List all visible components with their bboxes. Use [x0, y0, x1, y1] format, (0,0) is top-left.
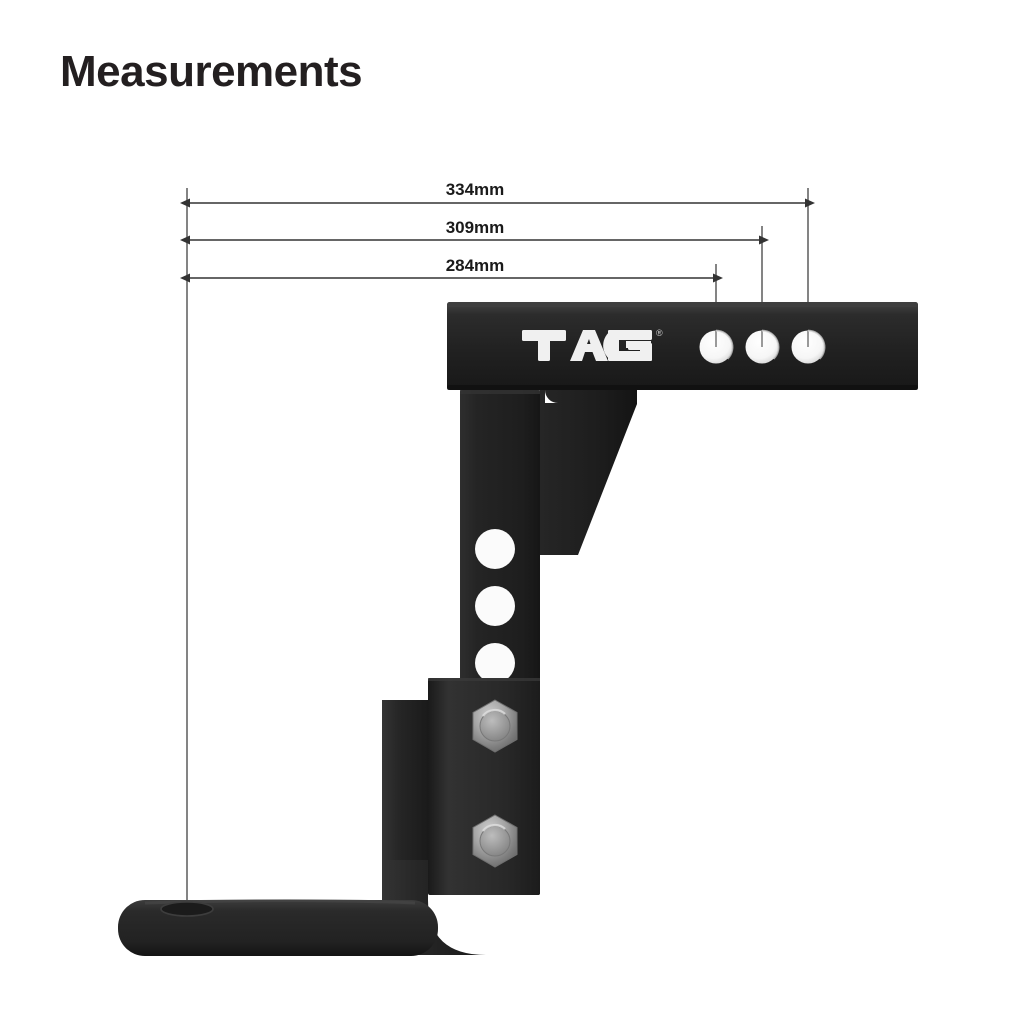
ball-mount-hole	[160, 901, 214, 917]
top-bar-hole-2	[745, 329, 780, 364]
drop-bar-foot	[118, 899, 438, 956]
gusset-brace	[540, 390, 637, 555]
page-title: Measurements	[60, 47, 363, 96]
shank-hole-2	[475, 586, 515, 626]
registered-mark-label: ®	[656, 328, 663, 338]
top-bar-holes	[699, 329, 826, 364]
clamp-bolts	[472, 699, 518, 868]
dimension-label-309: 309mm	[445, 218, 505, 237]
top-bar	[447, 302, 918, 390]
tag-logo: ®	[522, 328, 663, 361]
shank-hole-1	[475, 529, 515, 569]
dimension-label-284: 284mm	[445, 256, 505, 275]
shank-holes	[475, 529, 515, 683]
bolt-upper	[472, 699, 518, 753]
shank-hole-3	[475, 643, 515, 683]
dimension-label-334: 334mm	[445, 180, 505, 199]
dimension-lines	[180, 188, 815, 909]
bolt-lower	[472, 814, 518, 868]
top-bar-hole-3	[791, 329, 826, 364]
top-bar-hole-1	[699, 329, 734, 364]
product-illustration: ®	[118, 302, 918, 956]
